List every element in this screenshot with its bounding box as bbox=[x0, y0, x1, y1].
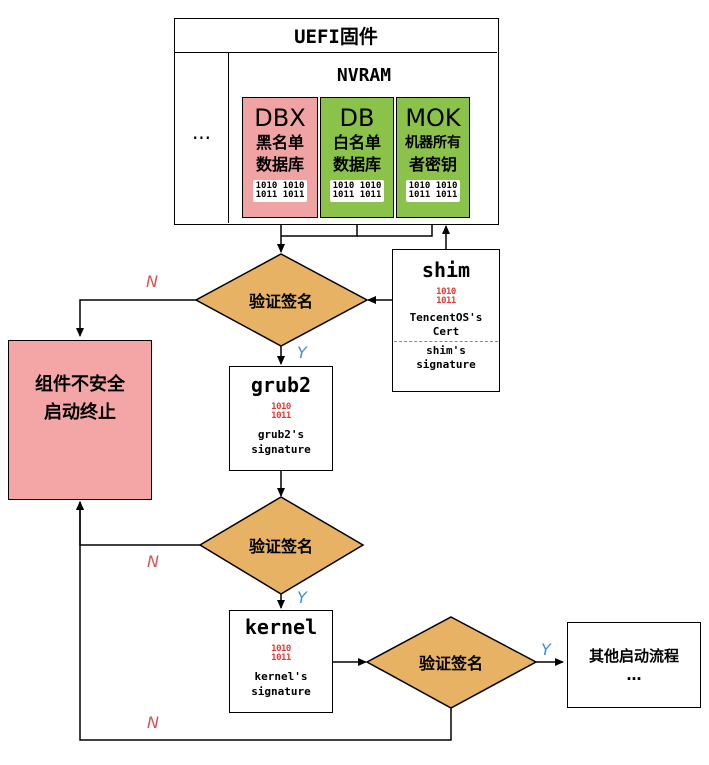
dbx-box: DBX 黑名单 数据库 1010 1010 1011 1011 bbox=[242, 97, 318, 218]
edge-label-n2: N bbox=[147, 552, 159, 571]
dbx-binary-icon: 1010 1010 1011 1011 bbox=[252, 180, 308, 202]
grub2-binary-icon: 1010 1011 bbox=[271, 402, 291, 421]
next-line2: … bbox=[626, 666, 642, 684]
verify2-diamond bbox=[198, 496, 365, 595]
grub2-box: grub2 1010 1011 grub2's signature bbox=[229, 366, 333, 471]
mok-line2: 者密钥 bbox=[408, 155, 457, 174]
verify3-diamond bbox=[365, 616, 538, 709]
arrow-verify1-no bbox=[76, 299, 196, 337]
next-line1: 其他启动流程 bbox=[588, 647, 679, 665]
verify1-diamond bbox=[194, 253, 369, 347]
arrow-verify2-no bbox=[76, 501, 200, 546]
db-line1: 白名单 bbox=[332, 133, 381, 152]
arrow-verify3-no bbox=[76, 501, 452, 741]
edge-label-y2: Y bbox=[297, 588, 307, 607]
shim-title: shim bbox=[421, 258, 471, 282]
shim-divider bbox=[394, 341, 498, 342]
db-key: DB bbox=[339, 104, 375, 132]
db-line2: 数据库 bbox=[332, 155, 381, 174]
db-box: DB 白名单 数据库 1010 1010 1011 1011 bbox=[320, 97, 394, 218]
shim-box: shim 1010 1011 TencentOS's Cert shim's s… bbox=[392, 249, 500, 392]
edge-label-y3: Y bbox=[541, 640, 551, 659]
mok-key: MOK bbox=[405, 104, 461, 132]
terminate-line1: 组件不安全 bbox=[35, 374, 125, 395]
kernel-signature: kernel's signature bbox=[251, 670, 311, 698]
edge-label-n3: N bbox=[147, 713, 159, 732]
grub2-title: grub2 bbox=[250, 373, 312, 397]
edge-label-n1: N bbox=[146, 272, 158, 291]
verify2-label: 验证签名 bbox=[248, 537, 313, 556]
nvram-title: NVRAM bbox=[336, 64, 392, 86]
mok-box: MOK 机器所有 者密钥 1010 1010 1011 1011 bbox=[396, 97, 470, 218]
verify3-label: 验证签名 bbox=[418, 654, 483, 673]
dbx-key: DBX bbox=[254, 104, 306, 132]
firmware-ellipsis: ··· bbox=[175, 53, 229, 223]
shim-signature: shim's signature bbox=[416, 344, 476, 371]
kernel-box: kernel 1010 1011 kernel's signature bbox=[229, 610, 333, 713]
edge-label-y1: Y bbox=[297, 343, 307, 362]
terminate-line2: 启动终止 bbox=[44, 402, 116, 423]
verify1-label: 验证签名 bbox=[248, 292, 313, 311]
uefi-title: UEFI固件 bbox=[175, 19, 497, 53]
terminate-box: 组件不安全 启动终止 bbox=[8, 340, 152, 500]
shim-binary-icon: 1010 1011 bbox=[436, 287, 456, 306]
dbx-line1: 黑名单 bbox=[255, 133, 304, 152]
dbx-line2: 数据库 bbox=[255, 155, 304, 174]
mok-line1: 机器所有 bbox=[405, 135, 461, 151]
kernel-title: kernel bbox=[244, 615, 318, 639]
db-binary-icon: 1010 1010 1011 1011 bbox=[329, 180, 385, 202]
kernel-binary-icon: 1010 1011 bbox=[271, 644, 291, 663]
next-steps-box: 其他启动流程 … bbox=[567, 622, 701, 708]
shim-cert: TencentOS's Cert bbox=[409, 311, 483, 338]
mok-binary-icon: 1010 1010 1011 1011 bbox=[405, 180, 461, 202]
grub2-signature: grub2's signature bbox=[251, 428, 311, 456]
